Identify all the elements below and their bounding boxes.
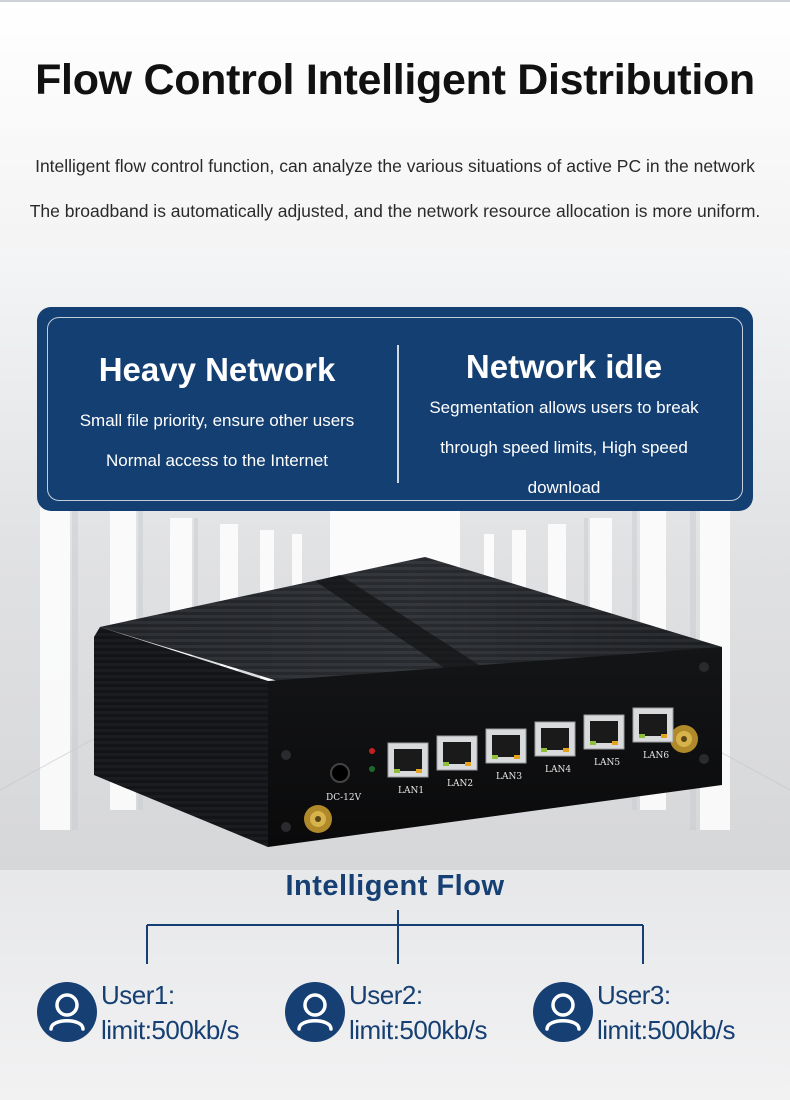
- page-title: Flow Control Intelligent Distribution: [35, 56, 755, 104]
- lan-port-3: LAN3: [485, 728, 527, 782]
- user-card-1: User1: limit:500kb/s: [37, 980, 277, 1052]
- power-label: DC-12V: [326, 793, 362, 803]
- user-avatar-icon: [37, 982, 97, 1042]
- user-name: User2:: [349, 980, 423, 1010]
- antenna-connector-left: [304, 805, 332, 833]
- top-border: [0, 0, 790, 2]
- intro-line-1: Intelligent flow control function, can a…: [35, 156, 755, 176]
- panel-divider: [397, 345, 399, 483]
- lan-port-4: LAN4: [534, 721, 576, 775]
- user-name: User1:: [101, 980, 175, 1010]
- network-idle-line-1: Segmentation allows users to break: [429, 398, 699, 417]
- user-card-3: User3: limit:500kb/s: [533, 980, 773, 1052]
- lan-port-label: LAN1: [398, 786, 424, 796]
- lan-port-1: LAN1: [387, 742, 429, 796]
- lan-port-5: LAN5: [583, 714, 625, 768]
- lan-port-2: LAN2: [436, 735, 478, 789]
- user-avatar-icon: [533, 982, 593, 1042]
- user-limit: limit:500kb/s: [101, 1015, 240, 1045]
- user-card-2: User2: limit:500kb/s: [285, 980, 525, 1052]
- intelligent-flow-title: Intelligent Flow: [285, 870, 505, 902]
- user-name: User3:: [597, 980, 671, 1010]
- heavy-network-heading: Heavy Network: [98, 351, 336, 388]
- lan-port-6: LAN6: [632, 707, 674, 761]
- intro-line-2: The broadband is automatically adjusted,…: [29, 201, 761, 221]
- lan-port-label: LAN3: [496, 772, 522, 782]
- user-avatar-icon: [285, 982, 345, 1042]
- user-limit: limit:500kb/s: [349, 1015, 488, 1045]
- router-device-image: DC-12V LAN1 LAN2 LAN3 LAN4 LAN5 LAN6: [94, 557, 722, 847]
- heavy-network-line-2: Normal access to the Internet: [105, 451, 329, 470]
- heavy-network-line-1: Small file priority, ensure other users: [79, 411, 355, 430]
- network-idle-line-2: through speed limits, High speed: [440, 438, 688, 457]
- lan-port-label: LAN2: [447, 779, 473, 789]
- info-panel: Heavy Network Small file priority, ensur…: [37, 307, 753, 511]
- lan-port-label: LAN5: [594, 758, 620, 768]
- info-panel-border: [47, 317, 743, 501]
- antenna-connector-right: [670, 725, 698, 753]
- lan-port-label: LAN4: [545, 765, 571, 775]
- flow-tree-lines: [146, 910, 644, 964]
- network-idle-heading: Network idle: [465, 348, 663, 385]
- lan-port-label: LAN6: [643, 751, 669, 761]
- network-idle-line-3: download: [527, 478, 601, 497]
- user-limit: limit:500kb/s: [597, 1015, 736, 1045]
- lan-ports: LAN1 LAN2 LAN3 LAN4 LAN5 LAN6: [387, 707, 674, 796]
